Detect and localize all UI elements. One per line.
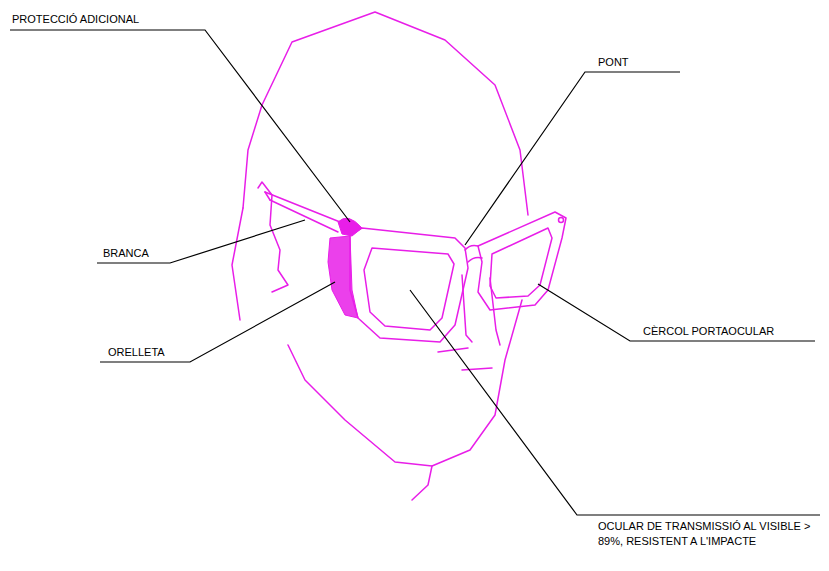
leader-lines (10, 30, 820, 515)
part-label: BRANCA (103, 246, 149, 261)
leader-line (97, 220, 305, 263)
part-label: ORELLETA (108, 345, 165, 360)
part-label: OCULAR DE TRANSMISSIÓ AL VISIBLE > 89%, … (598, 519, 813, 549)
leader-line (10, 30, 350, 222)
side-shield (328, 218, 362, 318)
leader-line (465, 72, 680, 245)
part-label: PONT (598, 55, 629, 70)
leader-line (410, 290, 820, 515)
leader-line (538, 284, 815, 341)
head-drawing (232, 12, 566, 500)
part-label: PROTECCIÓ ADICIONAL (12, 12, 139, 27)
part-label: CÈRCOL PORTAOCULAR (643, 324, 774, 339)
leader-line (100, 282, 335, 362)
